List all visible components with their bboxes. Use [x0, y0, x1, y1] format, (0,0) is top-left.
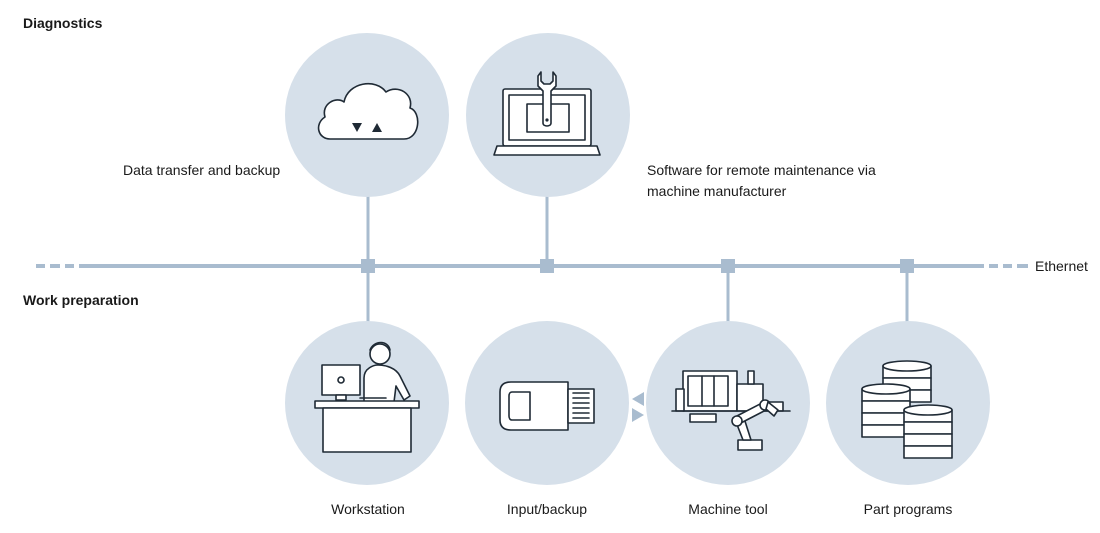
label-workstation: Workstation	[331, 501, 405, 517]
database-stacks-icon	[861, 360, 953, 459]
laptop-wrench-icon	[493, 71, 601, 156]
cloud-upload-download-icon	[317, 83, 419, 140]
label-part-programs: Part programs	[863, 501, 953, 517]
cnc-machine-robot-icon	[671, 370, 791, 451]
section-title-work-preparation: Work preparation	[23, 292, 139, 308]
label-machine-tool: Machine tool	[688, 501, 768, 517]
ethernet-label: Ethernet	[1035, 258, 1088, 274]
label-remote-maintenance-line2: machine manufacturer	[647, 183, 787, 199]
label-data-transfer: Data transfer and backup	[123, 162, 281, 178]
label-remote-maintenance-line1: Software for remote maintenance via	[647, 162, 876, 178]
label-input-backup: Input/backup	[506, 501, 588, 517]
section-title-diagnostics: Diagnostics	[23, 15, 103, 31]
transfer-arrows-icon	[632, 392, 644, 422]
bus-node-1	[361, 259, 375, 273]
bus-node-3	[721, 259, 735, 273]
bus-node-2	[540, 259, 554, 273]
bus-node-4	[900, 259, 914, 273]
usb-stick-icon	[499, 381, 595, 431]
person-at-desk-icon	[314, 341, 420, 453]
